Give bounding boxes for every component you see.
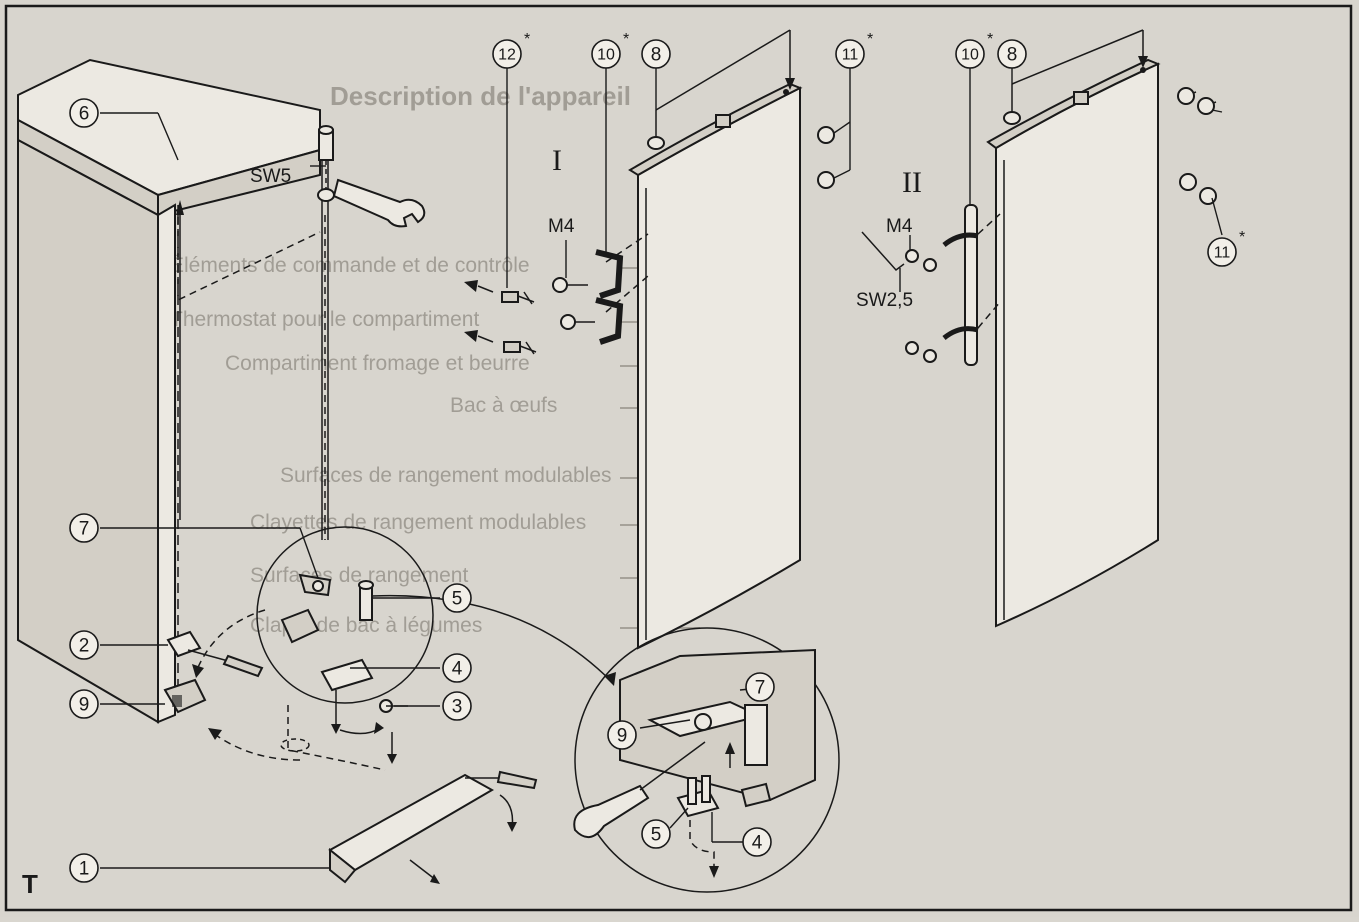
callout-9: 9 xyxy=(69,689,99,719)
callout-6-text: 6 xyxy=(79,104,90,125)
plinth-cover-1 xyxy=(328,770,538,884)
callout-3-text: 3 xyxy=(452,697,463,718)
m4-label-right: M4 xyxy=(886,216,913,237)
ghost-line-3: Compartiment fromage et beurre xyxy=(225,352,530,375)
callout-7: 7 xyxy=(69,513,99,543)
callout-detail-5: 5 xyxy=(641,807,689,849)
callout-6: 6 xyxy=(69,98,99,128)
callout-12-text: 12 xyxy=(498,47,516,64)
callout-11-text: 11 xyxy=(842,47,859,64)
ghost-line-2: Thermostat pour le compartiment xyxy=(170,308,479,331)
door-i xyxy=(464,29,803,650)
callout-4-text: 4 xyxy=(452,659,463,680)
callout-3: 3 xyxy=(442,691,472,721)
callout-11-right: 11 * xyxy=(1207,229,1245,267)
callout-7-text: 7 xyxy=(79,519,90,540)
top-hinge-pin xyxy=(317,125,335,202)
callout-10: 10 * xyxy=(591,31,629,252)
door-ii xyxy=(861,29,1161,628)
leader-lines xyxy=(100,112,911,869)
m4-label-left: M4 xyxy=(548,216,575,237)
callout-8-text: 8 xyxy=(651,45,662,66)
callout-detail-4-text: 4 xyxy=(752,833,763,854)
callout-8-right: 8 xyxy=(997,39,1027,84)
callout-8: 8 xyxy=(641,39,671,110)
sw25-label: SW2,5 xyxy=(856,290,913,311)
callout-10-text: 10 xyxy=(597,47,615,64)
callout-11-left: 11 * xyxy=(835,31,873,69)
callout-detail-4: 4 xyxy=(711,812,772,857)
callout-1-text: 1 xyxy=(79,859,90,880)
wrench-sw5-icon xyxy=(332,178,426,228)
detail-circle-left xyxy=(256,526,434,704)
roman-label-i: I xyxy=(552,144,562,177)
callout-10-right-asterisk: * xyxy=(987,31,993,48)
fridge-cabinet xyxy=(17,58,329,724)
callout-2-text: 2 xyxy=(79,636,90,657)
callout-5-text: 5 xyxy=(452,589,463,610)
callout-12: 12 * xyxy=(492,31,530,69)
callout-2: 2 xyxy=(69,630,99,660)
ghost-heading: Description de l'appareil xyxy=(330,81,631,111)
callout-11-right-text: 11 xyxy=(1214,245,1231,262)
bottom-hinge-parts xyxy=(163,573,408,771)
callout-1: 1 xyxy=(69,853,99,883)
callout-9-text: 9 xyxy=(79,695,90,716)
callout-11-asterisk: * xyxy=(867,31,873,48)
callout-detail-5-text: 5 xyxy=(651,825,662,846)
callout-detail-7-text: 7 xyxy=(755,678,766,699)
corner-letter-t: T xyxy=(22,869,38,899)
callout-detail-9-text: 9 xyxy=(617,726,628,747)
cover-pins-11-right xyxy=(1177,87,1223,236)
cover-caps-11-left xyxy=(817,68,851,189)
callout-detail-7: 7 xyxy=(745,672,775,702)
callout-10-asterisk: * xyxy=(623,31,629,48)
callout-detail-9: 9 xyxy=(607,720,637,750)
show-through-text: Description de l'appareil Éléments de co… xyxy=(170,81,700,637)
ghost-line-5: Surfaces de rangement modulables xyxy=(280,464,612,487)
callout-4: 4 xyxy=(442,653,472,683)
callout-11-right-asterisk: * xyxy=(1239,229,1245,246)
callout-10-right-text: 10 xyxy=(961,47,979,64)
callout-10-right: 10 * xyxy=(955,31,993,69)
callout-8-right-text: 8 xyxy=(1007,45,1018,66)
detail-connector-arrow xyxy=(371,594,613,683)
callout-5: 5 xyxy=(442,583,472,613)
roman-label-ii: II xyxy=(902,166,922,199)
sw5-label: SW5 xyxy=(250,166,291,187)
ghost-line-1: Éléments de commande et de contrôle xyxy=(170,254,530,277)
frame-border xyxy=(4,4,1353,912)
callout-12-asterisk: * xyxy=(524,31,530,48)
ghost-line-4: Bac à œufs xyxy=(450,394,557,417)
